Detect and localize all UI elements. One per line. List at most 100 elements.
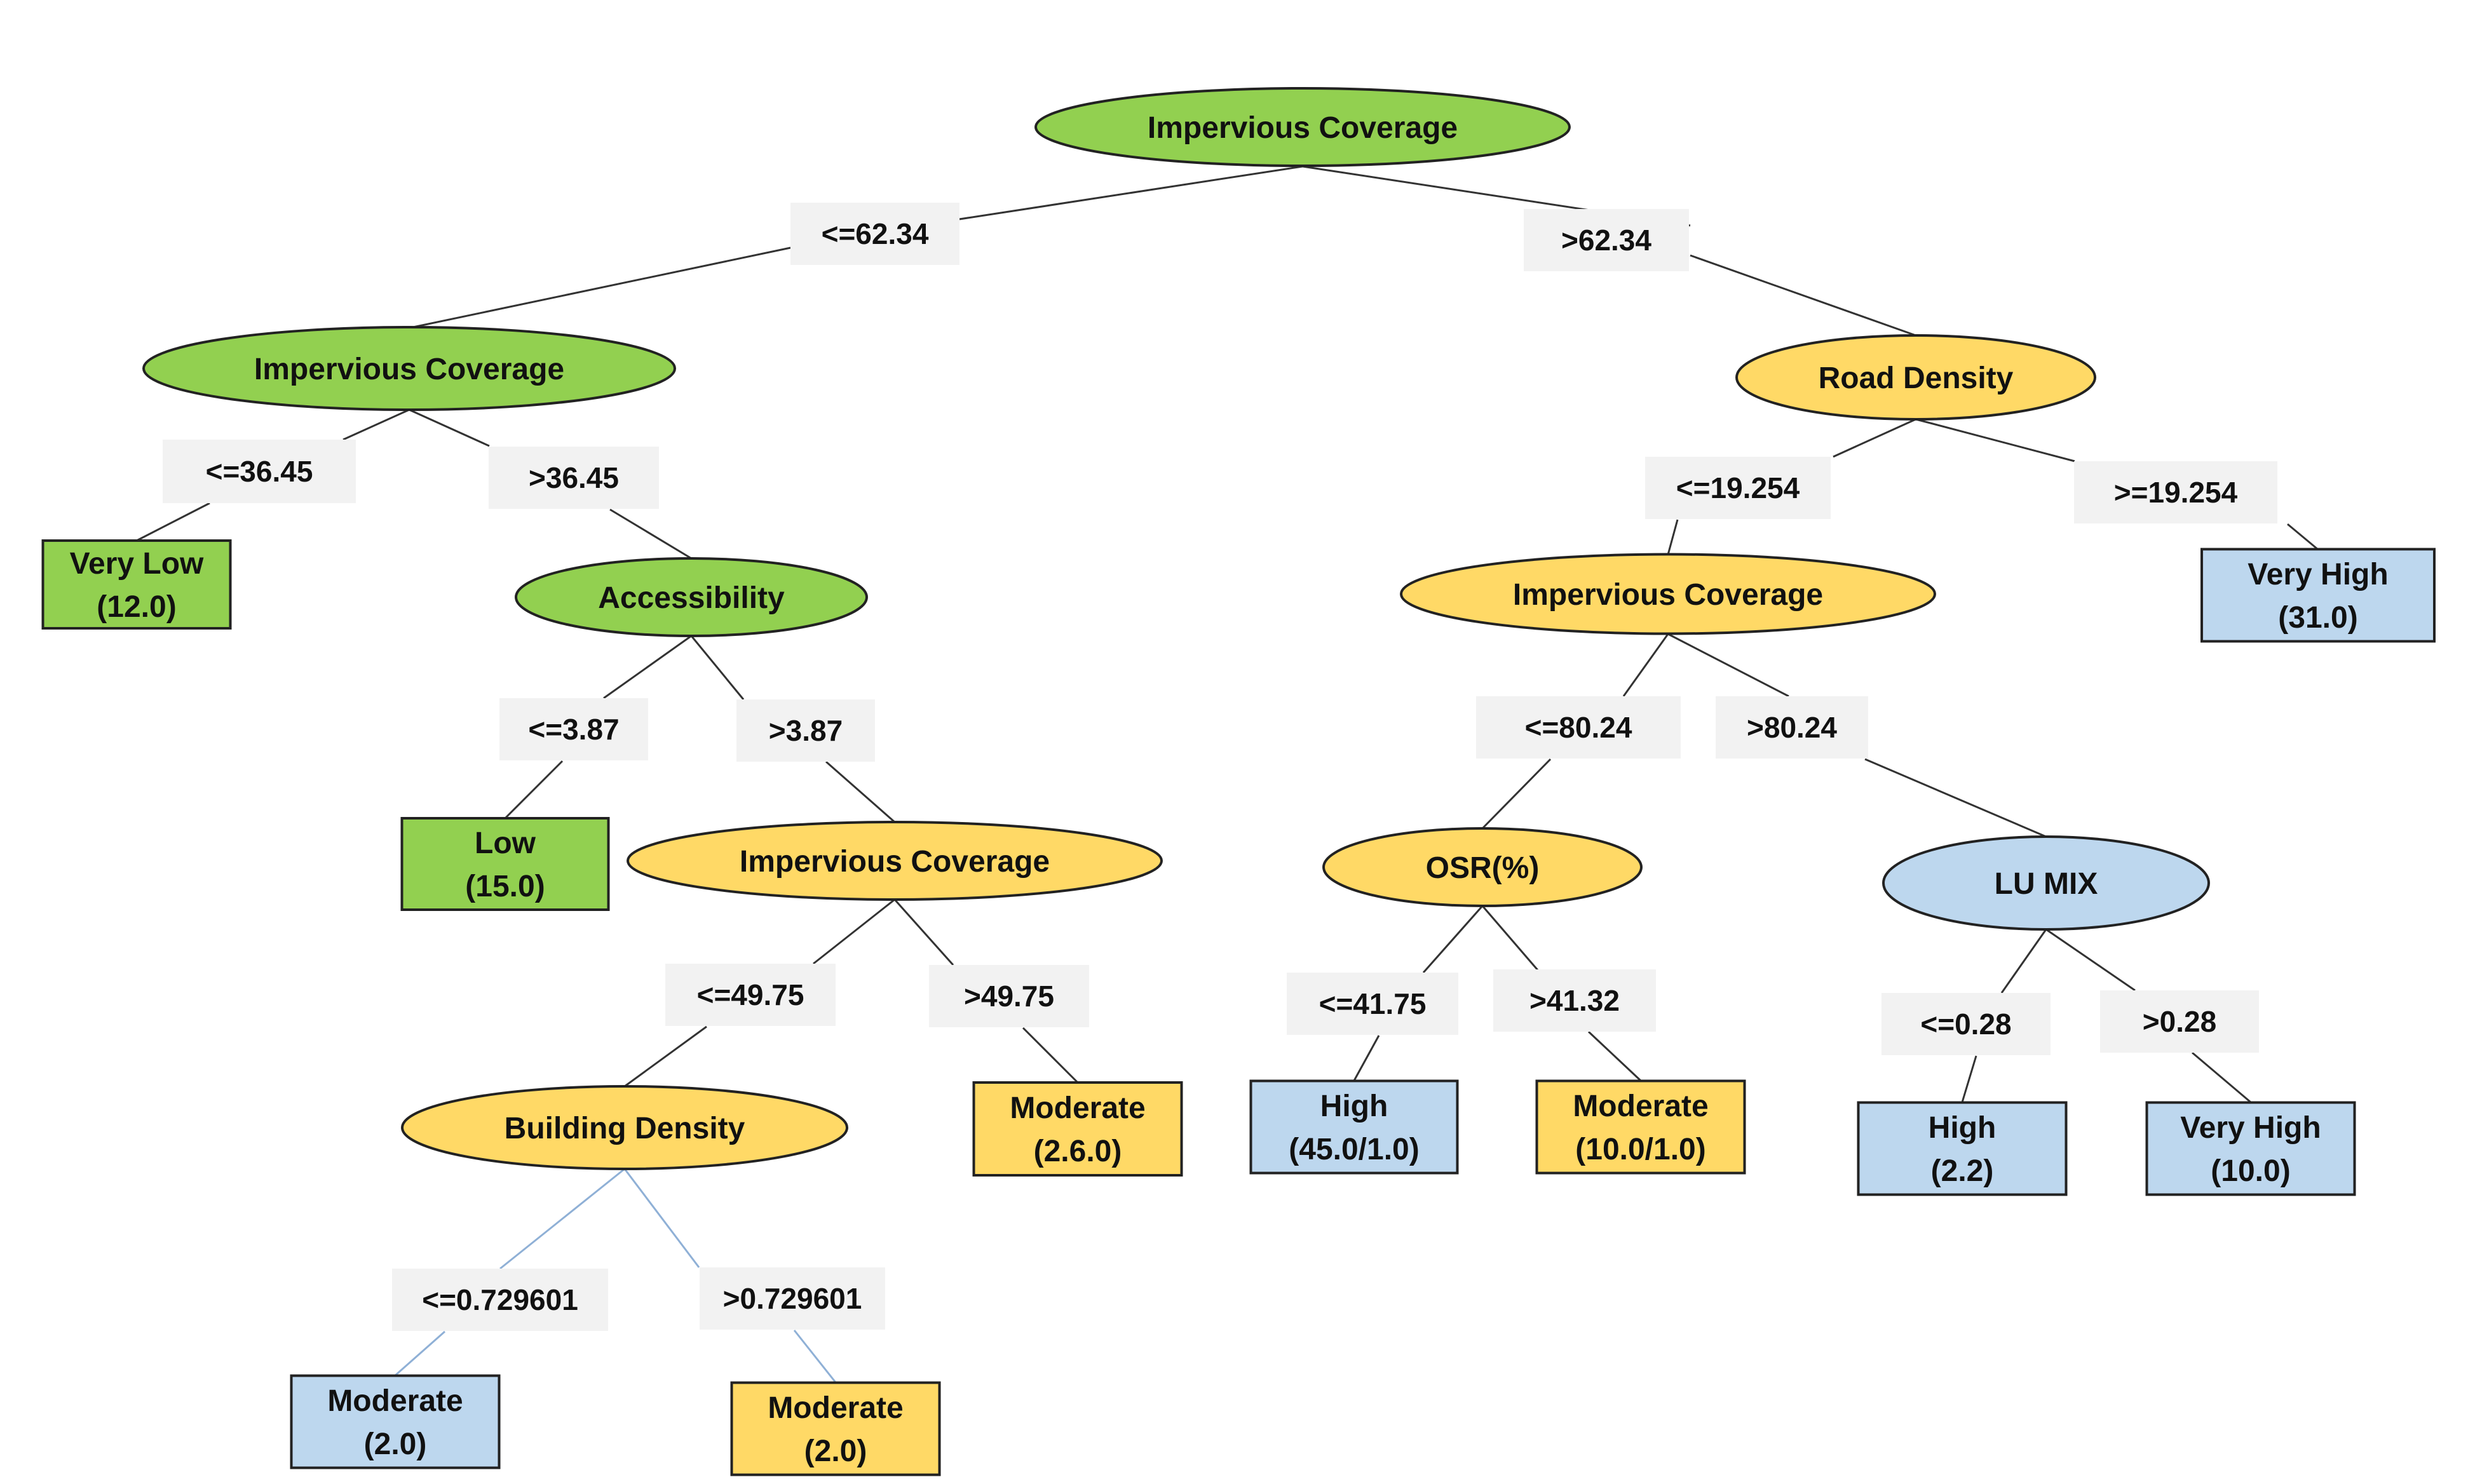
edge-line-lower: [1481, 758, 1552, 830]
edge-label: >41.32: [1493, 969, 1656, 1032]
edge-line-lower: [1022, 1027, 1079, 1084]
edge-label-background: [1645, 457, 1831, 519]
edge-label: >=19.254: [2074, 461, 2277, 523]
edge-root-n1: [412, 165, 1303, 328]
leaf-box: [290, 1374, 501, 1469]
edge-label-background: [1476, 696, 1681, 759]
edge-line-upper: [1833, 418, 1916, 458]
node-label: Building Density: [505, 1112, 745, 1145]
edge-label-background: [1287, 973, 1458, 1035]
leaf-node-leaf_vh_31: Very High (31.0): [2200, 548, 2436, 643]
edge-label: >3.87: [736, 699, 875, 762]
split-node-n7: OSR(%): [1322, 827, 1643, 907]
edge-label: >49.75: [929, 965, 1089, 1027]
edge-line-upper: [623, 1168, 700, 1268]
edge-label: >36.45: [489, 447, 659, 509]
edge-line-lower: [504, 760, 564, 820]
leaf-box: [1857, 1101, 2068, 1196]
split-node-n8: LU MIX: [1882, 835, 2210, 931]
edge-label: <=62.34: [790, 203, 959, 265]
edge-label: >62.34: [1524, 209, 1689, 271]
node-count: (31.0): [2278, 601, 2357, 635]
edge-line-lower: [136, 502, 210, 542]
edge-condition: >0.28: [2143, 1005, 2216, 1038]
edge-condition: >=19.254: [2114, 476, 2238, 509]
leaf-node-leaf_low: Low(15.0): [400, 817, 610, 911]
edge-label: <=41.75: [1287, 973, 1458, 1035]
leaf-box: [41, 539, 232, 630]
leaf-box: [400, 817, 610, 911]
edge-line-lower: [1690, 254, 1916, 337]
split-node-n4: Impervious Coverage: [627, 821, 1163, 901]
leaf-node-leaf_mod_blue: Moderate (2.0): [290, 1374, 501, 1469]
edge-label-background: [929, 965, 1089, 1027]
edge-label: <=3.87: [499, 698, 648, 760]
edge-n4-n5: [624, 898, 895, 1088]
edge-label-background: [163, 440, 356, 503]
edge-line-lower: [1353, 1035, 1380, 1081]
edge-condition: >41.32: [1529, 984, 1620, 1017]
edge-n2-leaf_vh_31: [1915, 418, 2319, 551]
leaf-box: [1249, 1079, 1459, 1175]
edge-label-background: [499, 698, 648, 760]
leaf-box: [730, 1381, 941, 1476]
edge-line-lower: [412, 246, 791, 328]
node-label: Very Low: [70, 547, 204, 581]
edge-n1-leaf_very_low: [136, 408, 410, 542]
edge-label-background: [1716, 696, 1868, 759]
edge-line-upper: [690, 635, 745, 700]
edge-line-lower: [1864, 758, 2047, 838]
leaf-box: [2200, 548, 2436, 643]
edge-line-upper: [1622, 633, 1669, 697]
node-count: (2.6.0): [1034, 1135, 1122, 1168]
node-ellipse: [1400, 553, 1936, 635]
edge-n3-n4: [690, 635, 895, 823]
node-count: (2.0): [804, 1434, 867, 1468]
node-label: High: [1929, 1111, 1997, 1145]
edge-condition: >3.87: [769, 714, 843, 747]
edge-line-lower: [1667, 519, 1679, 555]
split-node-root: Impervious Coverage: [1034, 87, 1571, 167]
edge-line-lower: [1587, 1030, 1642, 1082]
node-ellipse: [627, 821, 1163, 901]
edge-line-upper: [813, 898, 895, 965]
node-count: (2.0): [364, 1427, 427, 1461]
node-count: (15.0): [465, 870, 545, 903]
edge-line-upper: [1667, 633, 1789, 698]
edge-label: <=36.45: [163, 440, 356, 503]
leaf-node-leaf_high_45: High(45.0/1.0): [1249, 1079, 1459, 1175]
leaf-node-leaf_mod_yel: Moderate(2.0): [730, 1381, 941, 1476]
node-count: (45.0/1.0): [1289, 1133, 1419, 1166]
edge-line-upper: [959, 165, 1303, 220]
node-label: Moderate: [327, 1384, 463, 1418]
edge-n6-n7: [1481, 633, 1669, 830]
edge-line-upper: [1915, 418, 2075, 462]
node-label: Accessibility: [598, 581, 785, 615]
edge-line-upper: [603, 635, 692, 699]
edge-line-upper: [2000, 929, 2047, 994]
edge-label-background: [1882, 993, 2051, 1055]
edge-condition: >49.75: [964, 980, 1054, 1013]
leaf-node-leaf_mod_26: Moderate (2.6.0): [972, 1081, 1183, 1177]
edge-line-lower: [2192, 1051, 2251, 1103]
edge-condition: >36.45: [529, 461, 619, 494]
edge-condition: >62.34: [1561, 224, 1651, 257]
edge-condition: <=0.28: [1920, 1008, 2011, 1041]
node-count: (12.0): [97, 590, 176, 624]
node-label: Very High: [2248, 558, 2388, 591]
leaf-box: [2145, 1101, 2356, 1196]
edge-label-background: [2074, 461, 2277, 523]
edge-condition: <=36.45: [206, 455, 313, 488]
split-node-n3: Accessibility: [515, 557, 868, 637]
leaf-node-leaf_mod_10: Moderate(10.0/1.0): [1535, 1079, 1746, 1175]
edge-label-background: [1524, 209, 1689, 271]
edge-line-lower: [2287, 523, 2319, 551]
edge-label-background: [489, 447, 659, 509]
edge-label-background: [736, 699, 875, 762]
node-ellipse: [1735, 334, 2096, 421]
split-node-n5: Building Density: [401, 1085, 848, 1170]
node-label: Moderate: [1010, 1091, 1145, 1125]
edge-label-background: [1493, 969, 1656, 1032]
edge-label: >0.28: [2100, 990, 2259, 1053]
